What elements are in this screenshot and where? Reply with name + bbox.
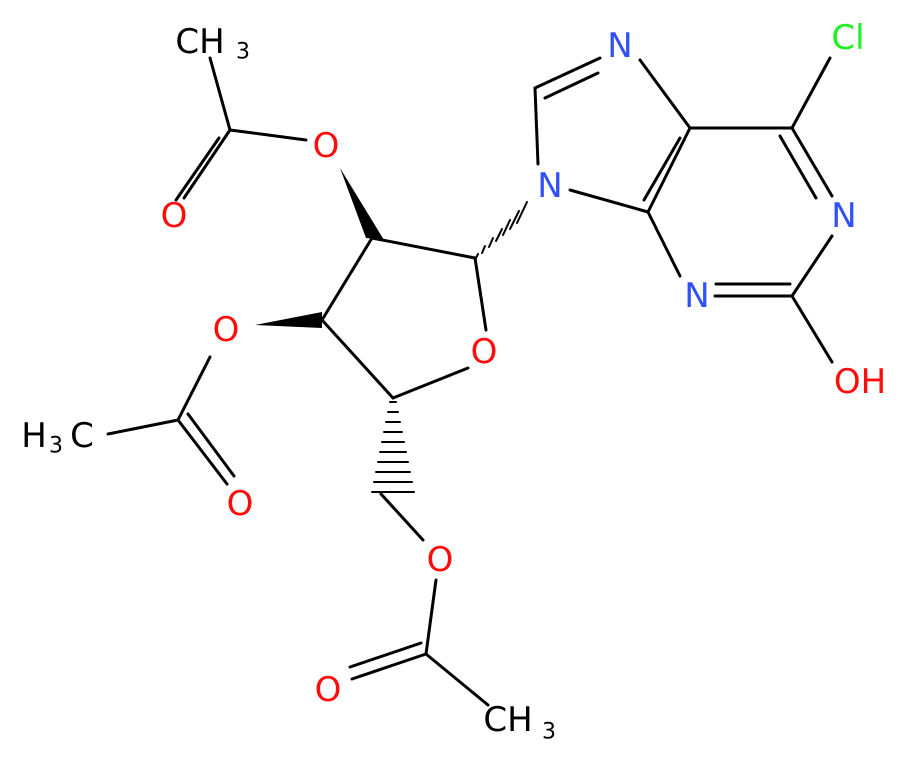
bond-c6-n1-a (790, 126, 834, 198)
svg-text:3: 3 (542, 720, 556, 745)
svg-text:CH: CH (483, 700, 532, 740)
bond-c2-c3 (320, 236, 374, 322)
bond-cleft-o-b (186, 412, 236, 478)
bond-n1-c2 (790, 234, 834, 298)
hydroxyl-label: OH (834, 362, 886, 402)
hash-c1-n9 (475, 201, 528, 259)
bond-o5-cbottom (424, 578, 438, 656)
bond-cbottom-o-a (350, 652, 428, 681)
bond-n9-c8 (533, 86, 540, 166)
atom-labels: Cl N N N N OH O O O O O O O CH 3 H 3 C C… (21, 18, 886, 745)
bond-c1-oring (473, 256, 488, 332)
bond-c5-o5 (379, 492, 425, 542)
ring-oxygen-label: O (471, 332, 498, 372)
bond-cbottom-ch3 (424, 652, 490, 707)
bond-ctop-o-ester (228, 128, 308, 142)
hash-c4-c5 (371, 401, 415, 493)
bond-ctop-o-carbonyl-a (182, 128, 232, 200)
carbonyl-oxygen-3-label: O (227, 484, 254, 524)
methyl-top-label: CH 3 (175, 22, 250, 65)
bond-cbottom-o-b (348, 641, 423, 669)
nitrogen-n7-label: N (607, 26, 632, 66)
bond-cleft-ch3 (106, 418, 180, 436)
bond-c6-n1-b (778, 134, 818, 200)
bond-cleft-o-a (176, 418, 229, 486)
ester-oxygen-2-label: O (313, 126, 340, 166)
bond-oring-c4 (391, 366, 470, 400)
bond-c5-c4 (646, 126, 692, 214)
ester-oxygen-5-label: O (427, 540, 454, 580)
bond-c2-c1 (370, 236, 477, 260)
nitrogen-n9-label: N (537, 166, 562, 206)
ester-oxygen-3-label: O (213, 310, 240, 350)
methyl-bottom-label: CH 3 (483, 700, 556, 745)
wedge-o2-c2 (340, 168, 384, 240)
wedge-c3-o3 (255, 312, 322, 328)
bond-n3-c4 (646, 210, 682, 278)
svg-text:CH: CH (175, 22, 224, 62)
svg-text:C: C (70, 416, 94, 456)
bond-c4-n9 (568, 188, 650, 214)
svg-text:3: 3 (236, 40, 250, 65)
bonds (106, 56, 834, 707)
bond-c3-c4 (320, 318, 395, 400)
bond-c6-cl (790, 56, 832, 130)
bond-c8-n7-b (543, 71, 600, 100)
nitrogen-n1-label: N (831, 196, 856, 236)
methyl-left-label: H 3 C (21, 416, 94, 459)
bond-c8-n7-a (533, 56, 602, 90)
svg-text:H: H (21, 416, 47, 456)
bond-n7-c5 (638, 58, 692, 130)
carbonyl-oxygen-2-label: O (161, 196, 188, 236)
chlorine-label: Cl (831, 18, 864, 58)
carbonyl-oxygen-5-label: O (315, 670, 342, 710)
bond-ctop-o-carbonyl-b (174, 136, 221, 202)
svg-text:3: 3 (49, 434, 63, 459)
bond-c2-oh (790, 294, 834, 364)
nitrogen-n3-label: N (684, 276, 709, 316)
bond-c5-c4-inner (642, 136, 682, 202)
bond-ch3top-c (208, 56, 232, 132)
bond-o3-cleft (176, 355, 212, 422)
